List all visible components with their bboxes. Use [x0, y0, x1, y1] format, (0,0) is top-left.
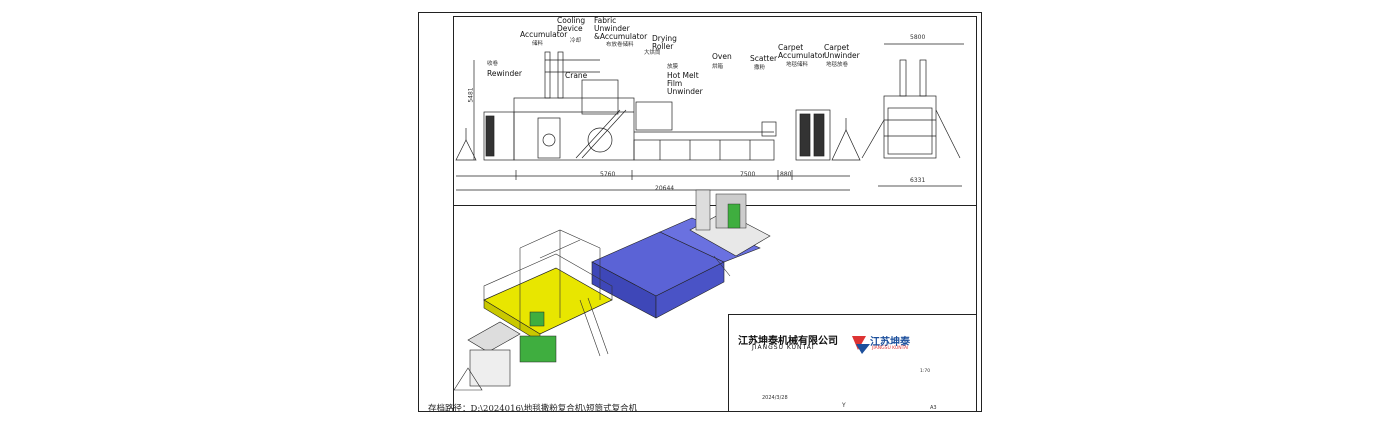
label-oven-cn: 烘箱 [712, 64, 724, 70]
archive-path: 存档路径：D:\2024016\地毯撒粉复合机\短筒式复合机 [428, 404, 638, 414]
dim-side-bottom: 6331 [910, 177, 926, 184]
carpet-unwinder [831, 129, 861, 161]
logo-text-cn: 江苏坤泰 [870, 337, 910, 348]
label-cooling-cn: 冷却 [570, 38, 582, 44]
label-fabric-unwinder: Fabric Unwinder &Accumulator [594, 16, 648, 41]
drawing-frame [453, 16, 977, 412]
main-platform [513, 97, 635, 161]
label-fabric-cn: 布放卷储料 [606, 42, 634, 48]
dim-seg2: 7500 [740, 171, 756, 178]
label-carpet-accumulator-cn: 地毯储料 [786, 62, 809, 68]
elevation-view [455, 43, 964, 191]
drawing-date: 2024/3/28 [762, 395, 788, 401]
dim-side-top: 5800 [910, 34, 926, 41]
dim-total: 20644 [655, 185, 675, 192]
rewinder-stand [455, 139, 477, 161]
label-crane: Crane [565, 71, 588, 80]
label-scatter: Scatter [750, 54, 778, 63]
sheet-mark: Y [842, 402, 846, 409]
iso-stair [579, 299, 601, 357]
scatter-unit [761, 121, 777, 137]
sheet-size: A3 [930, 405, 937, 411]
cooling-unit [537, 117, 561, 159]
label-hotmelt-cn: 放膜 [667, 64, 679, 70]
iso-green-unit [519, 335, 557, 363]
dim-seg1: 5760 [600, 171, 616, 178]
label-drying-cn: 大烘筒 [644, 50, 661, 56]
stair [575, 109, 621, 159]
fabric-unwinder [581, 79, 619, 115]
company-name-en: JIANGSU KUNTAI [752, 344, 815, 351]
label-rewinder-cn: 收卷 [487, 61, 499, 67]
label-accumulator: Accumulator [520, 30, 568, 39]
drying-roller [587, 127, 613, 153]
side-view-frame [883, 95, 937, 159]
logo-text-en: JIANGSU KUNTAI [872, 346, 909, 351]
title-block [728, 314, 977, 412]
label-oven: Oven [712, 52, 732, 61]
oven-body [633, 139, 775, 161]
label-carpet-unwinder: Carpet Unwinder [824, 43, 860, 60]
rewinder-roll [485, 115, 495, 157]
label-accumulator-cn: 储料 [532, 41, 544, 47]
crane-post [544, 51, 551, 99]
carpet-accumulator [795, 109, 831, 161]
label-hotmelt-film-unwinder: Hot Melt Film Unwinder [667, 71, 703, 96]
isometric-view [453, 189, 771, 391]
company-name-cn: 江苏坤泰机械有限公司 [738, 336, 838, 347]
iso-rewinder [467, 321, 521, 353]
dim-height: 5481 [467, 87, 475, 103]
label-scatter-cn: 撒粉 [754, 65, 766, 71]
view-divider [453, 205, 977, 206]
hotmelt-unwinder [635, 101, 673, 131]
label-drying-roller: Drying Roller [652, 34, 677, 51]
label-rewinder: Rewinder [487, 69, 522, 78]
label-carpet-unwinder-cn: 地毯放卷 [826, 62, 849, 68]
label-cooling-device: Cooling Device [557, 16, 586, 33]
dim-seg3: 880 [780, 171, 792, 178]
label-carpet-accumulator: Carpet Accumulator [778, 43, 826, 60]
scale-value: 1:70 [920, 369, 931, 374]
